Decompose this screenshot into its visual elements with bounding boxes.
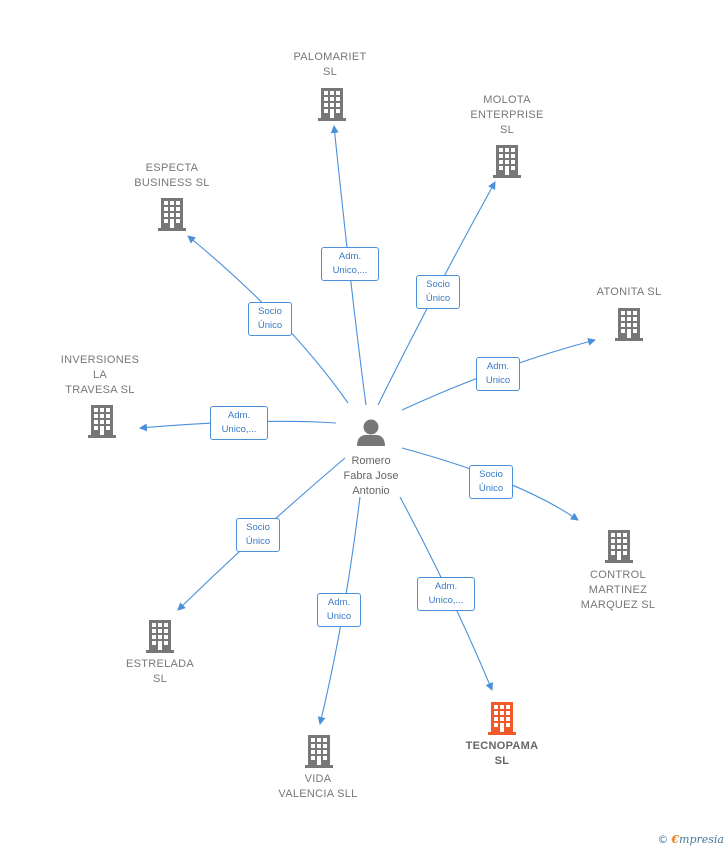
building-icon-tecnopama[interactable] (488, 702, 516, 735)
relation-label-palomariet: Adm. Unico,... (321, 247, 379, 281)
building-icon-inversiones[interactable] (88, 405, 116, 438)
building-icon-vida[interactable] (305, 735, 333, 768)
company-label-inversiones[interactable]: INVERSIONES LA TRAVESA SL (60, 354, 140, 396)
building-icon-control[interactable] (605, 530, 633, 563)
building-icon-estrelada[interactable] (146, 620, 174, 653)
building-icon-especta[interactable] (158, 198, 186, 231)
building-icon-molota[interactable] (493, 145, 521, 178)
company-label-especta[interactable]: ESPECTA BUSINESS SL (134, 162, 210, 189)
empresia-watermark: ©€mpresia (657, 833, 724, 846)
relation-label-estrelada: Socio Único (236, 518, 280, 552)
relation-label-molota: Socio Único (416, 275, 460, 309)
company-label-atonita[interactable]: ATONITA SL (596, 286, 662, 298)
company-label-molota[interactable]: MOLOTA ENTERPRISE SL (470, 94, 544, 136)
relation-label-atonita: Adm. Unico (476, 357, 520, 391)
relation-label-tecnopama: Adm. Unico,... (417, 577, 475, 611)
relation-label-vida: Adm. Unico (317, 593, 361, 627)
center-person-name[interactable]: Romero Fabra Jose Antonio (343, 455, 399, 497)
company-label-palomariet[interactable]: PALOMARIET SL (293, 51, 367, 78)
company-label-vida[interactable]: VIDA VALENCIA SLL (278, 773, 358, 800)
company-label-estrelada[interactable]: ESTRELADA SL (125, 658, 195, 685)
relation-label-especta: Socio Único (248, 302, 292, 336)
relation-label-control: Socio Único (469, 465, 513, 499)
relation-label-inversiones: Adm. Unico,... (210, 406, 268, 440)
company-label-control[interactable]: CONTROL MARTINEZ MARQUEZ SL (580, 569, 656, 611)
person-icon[interactable] (357, 419, 385, 447)
company-label-tecnopama[interactable]: TECNOPAMA SL (465, 740, 539, 767)
building-icon-palomariet[interactable] (318, 88, 346, 121)
edge-palomariet (330, 125, 367, 406)
building-icon-atonita[interactable] (615, 308, 643, 341)
